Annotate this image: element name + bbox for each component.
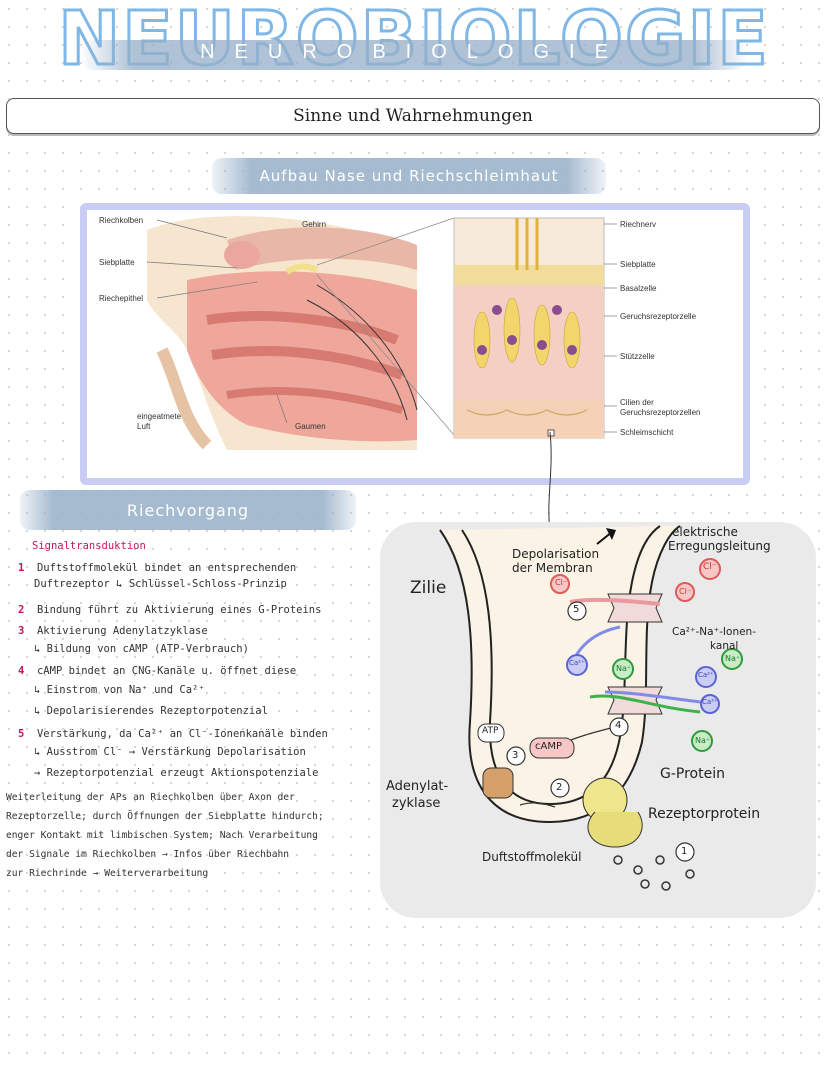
- ion-na: Na⁺: [616, 664, 632, 673]
- step-item: 2 Bindung führt zu Aktivierung eines G-P…: [18, 604, 322, 616]
- cilium-diagram: [439, 525, 743, 891]
- subtitle-text: Sinne und Wahrnehmungen: [293, 106, 533, 126]
- step-item: 1 Duftstoffmolekül bindet an entsprechen…: [18, 562, 297, 574]
- label-adenylat-2: zyklase: [392, 796, 441, 811]
- label-geruchsrezeptorzelle: Geruchsrezeptorzelle: [620, 312, 697, 321]
- heading-riechvorgang: Riechvorgang: [20, 490, 356, 530]
- label-adenylat-1: Adenylat-: [386, 779, 449, 794]
- label-cilien-2: Geruchsrezeptorzellen: [620, 408, 701, 417]
- label-elektr-2: Erregungsleitung: [668, 539, 771, 553]
- step-item: ↳ Depolarisierendes Rezeptorpotenzial: [34, 705, 268, 717]
- number-2: 2: [556, 782, 563, 793]
- label-eingeatmete: eingeatmete: [137, 412, 182, 421]
- paragraph-line: Weiterleitung der APs an Riechkolben übe…: [6, 792, 295, 803]
- number-5: 5: [573, 604, 580, 615]
- label-camp: cAMP: [535, 741, 562, 752]
- label-riechnerv: Riechnerv: [620, 220, 657, 229]
- label-depol-1: Depolarisation: [512, 547, 600, 561]
- ion-cl: Cl⁻: [679, 587, 692, 596]
- label-riechepithel: Riechepithel: [99, 294, 144, 303]
- paragraph-line: enger Kontakt mit limbischen System; Nac…: [6, 830, 318, 841]
- ion-cl: Cl⁻: [703, 562, 717, 572]
- step-item: ↳ Bildung von cAMP (ATP-Verbrauch): [34, 643, 249, 655]
- signal-title: Signaltransduktion: [32, 540, 146, 552]
- ion-na: Na⁺: [695, 736, 711, 745]
- label-luft: Luft: [137, 422, 151, 431]
- step-item: ↳ Einstrom von Na⁺ und Ca²⁺: [34, 684, 205, 696]
- step-item: Duftrezeptor ↳ Schlüssel-Schloss-Prinzip: [34, 578, 287, 590]
- number-1: 1: [681, 846, 688, 857]
- heading-aufbau: Aufbau Nase und Riechschleimhaut: [212, 158, 606, 194]
- label-cilien-1: Cilien der: [620, 398, 654, 407]
- label-ca-na-1: Ca²⁺-Na⁺-Ionen-: [672, 626, 757, 638]
- label-basalzelle: Basalzelle: [620, 284, 657, 293]
- step-item: 4 cAMP bindet an CNG-Kanäle u. öffnet di…: [18, 665, 297, 677]
- title-brush-stroke: [80, 40, 748, 70]
- ion-ca: Ca²⁺: [698, 671, 714, 679]
- step-item: 5 Verstärkung, da Ca²⁺ an Cl⁻-Ionenkanäl…: [18, 728, 328, 740]
- label-ca-na-2: kanal: [710, 640, 739, 652]
- ion-ca: Ca²⁺: [702, 698, 718, 706]
- subtitle-box: Sinne und Wahrnehmungen: [6, 98, 820, 134]
- label-rezeptorprotein: Rezeptorprotein: [648, 806, 761, 822]
- label-siebplatte-left: Siebplatte: [99, 258, 135, 267]
- label-stuetzzelle: Stützzelle: [620, 352, 655, 361]
- page-title-spaced: NEUROBIOLOGIE: [200, 41, 628, 63]
- label-g-protein: G-Protein: [660, 766, 725, 782]
- nose-illustration: [146, 216, 617, 450]
- label-siebplatte-right: Siebplatte: [620, 260, 656, 269]
- ion-cl: Cl⁻: [555, 578, 568, 587]
- paragraph-line: der Signale im Riechkolben → Infos über …: [6, 849, 290, 860]
- label-depol-2: der Membran: [512, 561, 593, 575]
- label-duftstoffmolekuel: Duftstoffmolekül: [482, 850, 582, 864]
- nose-figure: Riechkolben Gehirn Siebplatte Riechepith…: [80, 203, 750, 485]
- label-riechkolben: Riechkolben: [99, 216, 144, 225]
- label-gehirn: Gehirn: [302, 220, 327, 229]
- label-atp: ATP: [482, 726, 499, 736]
- ion-na: Na⁺: [725, 654, 741, 663]
- step-item: ↳ Ausstrom Cl⁻ → Verstärkung Depolarisat…: [34, 746, 306, 758]
- label-elektr-1: elektrische: [672, 525, 738, 539]
- paragraph-line: Rezeptorzelle; durch Öffnungen der Siebp…: [6, 811, 324, 822]
- step-item: 3 Aktivierung Adenylatzyklase: [18, 625, 208, 637]
- number-4: 4: [615, 720, 622, 731]
- paragraph-line: zur Riechrinde → Weiterverarbeitung: [6, 868, 209, 879]
- label-schleimschicht: Schleimschicht: [620, 428, 674, 437]
- ion-ca: Ca²⁺: [569, 659, 585, 667]
- label-gaumen: Gaumen: [295, 422, 326, 431]
- label-zilie: Zilie: [410, 578, 447, 598]
- step-item: → Rezeptorpotenzial erzeugt Aktionspoten…: [34, 767, 319, 779]
- number-3: 3: [512, 750, 519, 761]
